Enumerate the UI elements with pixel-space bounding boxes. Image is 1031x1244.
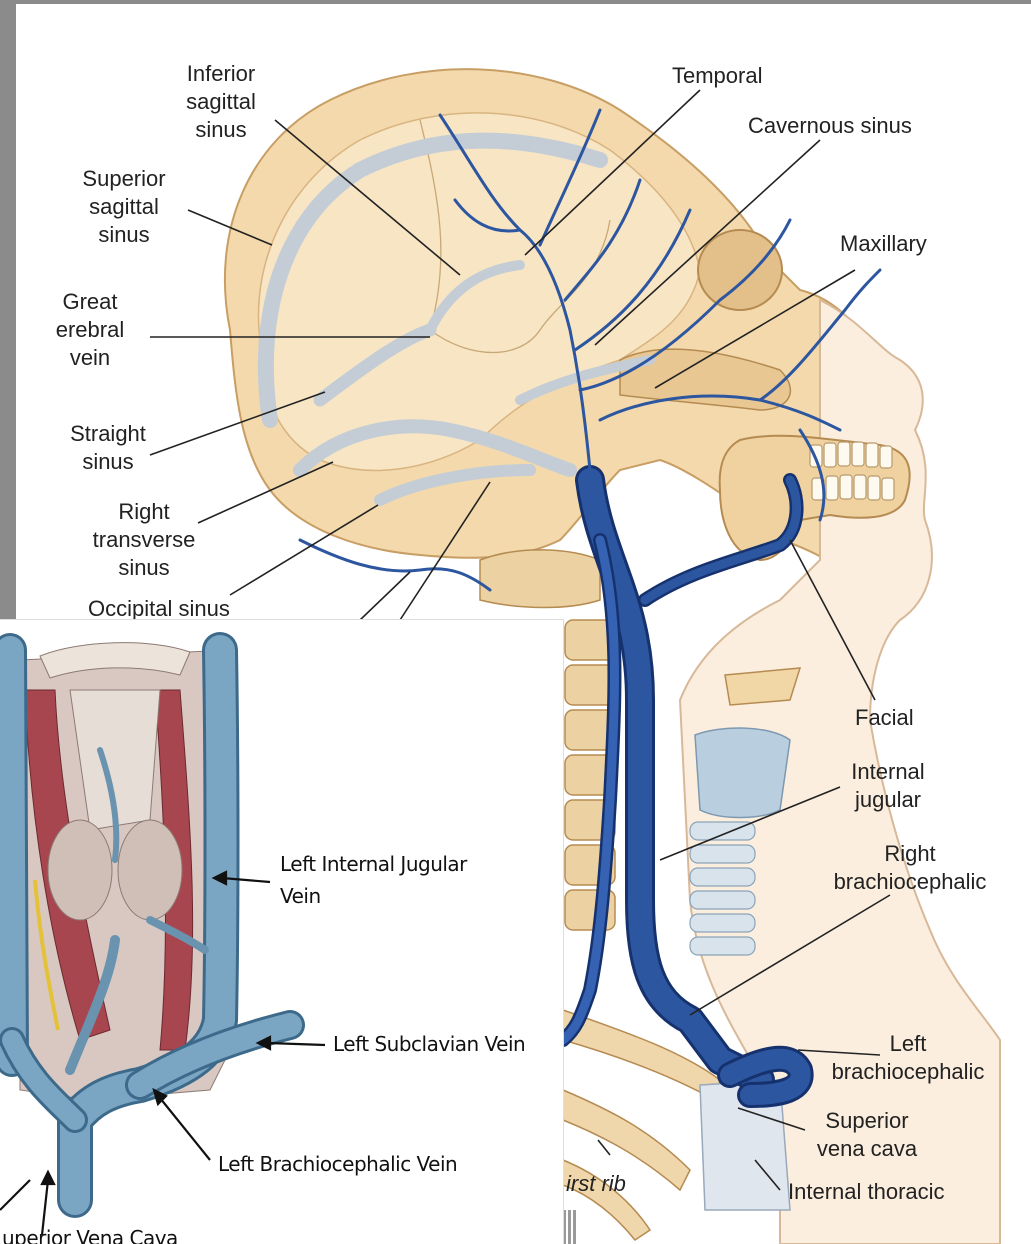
label-occipital-sinus: Occipital sinus: [88, 595, 230, 623]
label-first-rib: irst rib: [566, 1170, 626, 1198]
edge-stripes: [563, 1210, 583, 1244]
inset-thyroid-lobe-right: [48, 820, 112, 920]
inset-label-superior-vena-cava: uperior Vena Cava: [2, 1224, 178, 1244]
label-internal-thoracic: Internal thoracic: [788, 1178, 945, 1206]
label-internal-jugular: Internal jugular: [840, 758, 936, 814]
label-great-cerebral-vein: Great erebral vein: [50, 288, 130, 372]
label-right-brachiocephalic: Right brachiocephalic: [820, 840, 1000, 896]
hyoid-bone: [725, 668, 800, 705]
label-superior-vena-cava: Superior vena cava: [805, 1107, 929, 1163]
inset-thyroid-lobe-left: [118, 820, 182, 920]
inset-panel: Left Internal Jugular Vein Left Subclavi…: [0, 620, 563, 1244]
label-facial: Facial: [855, 704, 914, 732]
top-frame-edge: [0, 0, 1031, 4]
label-temporal: Temporal: [672, 62, 762, 90]
label-maxillary: Maxillary: [840, 230, 927, 258]
label-cavernous-sinus: Cavernous sinus: [748, 112, 912, 140]
label-straight-sinus: Straight sinus: [58, 420, 158, 476]
left-frame-edge: [0, 0, 16, 620]
eye-orbit: [698, 230, 782, 310]
inset-label-left-internal-jugular-vein: Left Internal Jugular Vein: [280, 850, 467, 910]
inset-label-left-brachiocephalic-vein: Left Brachiocephalic Vein: [218, 1150, 457, 1178]
label-superior-sagittal-sinus: Superior sagittal sinus: [68, 165, 180, 249]
label-inferior-sagittal-sinus: Inferior sagittal sinus: [168, 60, 274, 144]
thyroid-cartilage: [695, 728, 790, 817]
label-right-transverse-sinus: Right transverse sinus: [82, 498, 206, 582]
label-left-brachiocephalic: Left brachiocephalic: [818, 1030, 998, 1086]
inset-label-left-subclavian-vein: Left Subclavian Vein: [333, 1030, 525, 1058]
